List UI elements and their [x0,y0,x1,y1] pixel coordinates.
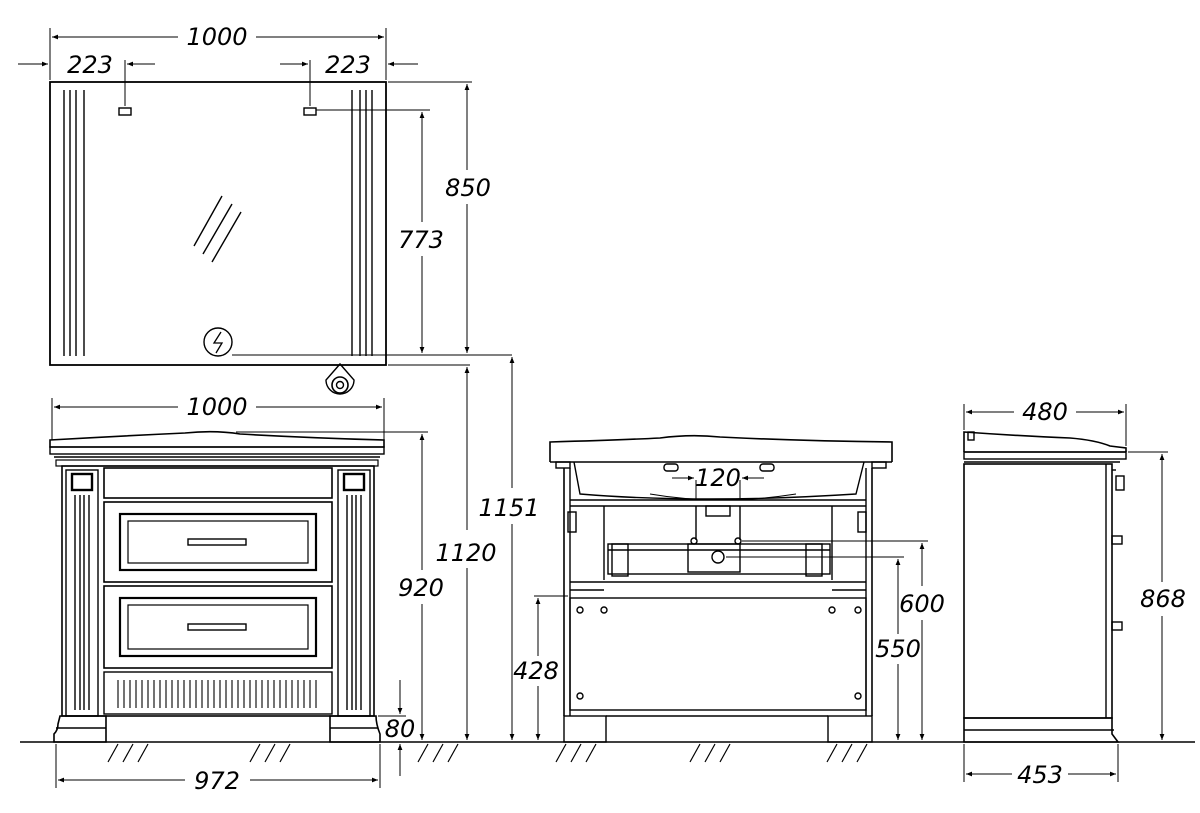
power-outlet-icon [203,327,233,357]
drawer-upper [103,501,333,583]
dim-side-height [1128,451,1168,740]
dim-mirror-offsets [18,60,418,106]
label-side-height: 868 [1140,585,1186,613]
label-side-depth-base: 453 [1017,761,1063,789]
cabinet-side [963,431,1127,743]
label-total-1120: 1120 [435,539,496,567]
label-height-600: 600 [899,590,945,618]
drawer-lower [103,585,333,669]
cabinet-front-section [549,434,893,743]
electrical-socket-icon [325,362,355,395]
dim-mirror-width [49,28,387,80]
label-height-550: 550 [875,635,921,663]
label-total-1151: 1151 [478,494,539,522]
dim-base-width [55,744,381,788]
mirror-hook-right [303,107,317,116]
dim-cabinet-width [51,398,385,440]
cabinet-front [49,430,385,743]
label-mirror-left-offset: 223 [67,51,113,79]
mirror-hook-left [118,107,132,116]
dim-height-428 [534,595,568,740]
dim-side-depth-top [963,404,1127,446]
dim-mirror-height [316,81,472,366]
dim-height-600 [742,540,928,740]
label-drain-spacing: 120 [695,464,741,492]
label-mirror-width: 1000 [186,23,247,51]
label-side-depth-top: 480 [1022,398,1068,426]
label-mirror-right-offset: 223 [325,51,371,79]
label-cabinet-height: 920 [398,574,444,602]
label-plinth-height: 80 [385,715,416,743]
dim-side-depth-base [963,744,1119,782]
mirror [49,81,512,395]
label-mirror-hook-height: 773 [398,226,444,254]
dim-drain-spacing [672,475,764,500]
label-cabinet-width: 1000 [186,393,247,421]
label-mirror-height: 850 [445,174,491,202]
dim-cabinet-height [236,431,428,740]
dim-plinth [378,680,406,776]
label-height-428: 428 [513,657,559,685]
label-base-width: 972 [194,767,240,795]
dim-height-550 [726,556,904,740]
ground-hatch [107,743,868,763]
